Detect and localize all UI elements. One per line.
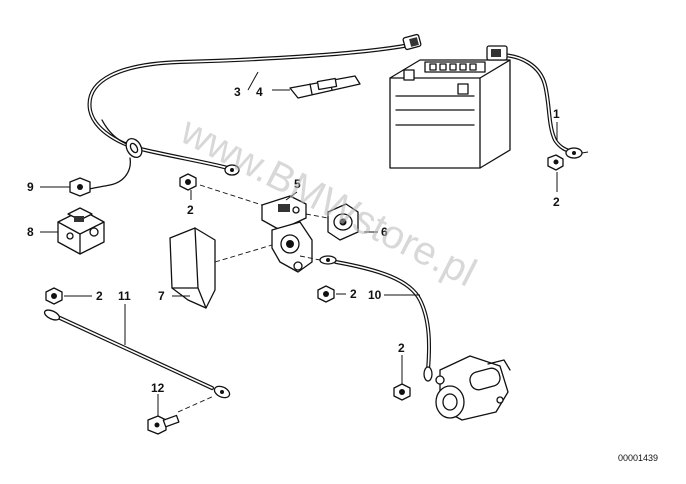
nut-upper-middle (179, 173, 197, 191)
document-number: 00001439 (618, 453, 658, 463)
nut-lower-left (45, 287, 63, 305)
terminal-block-part-8 (57, 207, 105, 255)
cap-part-6 (305, 203, 359, 241)
callout-8: 8 (27, 225, 34, 239)
callout-11: 11 (118, 289, 131, 303)
leader-lines (40, 71, 558, 416)
nut-middle-right (317, 285, 335, 303)
cover-part-7 (169, 184, 273, 309)
callout-2-middle: 2 (350, 287, 357, 301)
callout-3: 3 (234, 85, 241, 99)
callout-4: 4 (256, 85, 263, 99)
ground-cable-part-1 (486, 45, 589, 159)
callout-5: 5 (294, 177, 301, 191)
battery (389, 59, 511, 169)
cable-bracket-part-4 (289, 75, 361, 99)
callout-7: 7 (158, 289, 165, 303)
callout-2-starter: 2 (398, 341, 405, 355)
callout-10: 10 (368, 288, 382, 302)
callout-2-lower-left: 2 (96, 289, 103, 303)
callout-2-battery: 2 (553, 195, 560, 209)
callout-12: 12 (151, 381, 165, 395)
callouts: 1 2 3 4 2 5 6 9 8 7 2 11 2 10 2 12 (27, 85, 560, 395)
starter-cable-part-10 (299, 255, 433, 382)
battery-cable-part-3 (77, 33, 422, 194)
distributor-part-5 (261, 195, 313, 273)
callout-9: 9 (27, 180, 34, 194)
nut-near-starter (393, 383, 411, 401)
bolt-part-12 (147, 414, 180, 435)
cable-part-11 (43, 309, 231, 413)
callout-6: 6 (381, 225, 388, 239)
nut-part-9 (69, 177, 91, 197)
callout-1: 1 (553, 107, 560, 121)
starter-motor (435, 355, 511, 421)
nut-under-battery (547, 154, 564, 171)
callout-2-upper: 2 (187, 203, 194, 217)
